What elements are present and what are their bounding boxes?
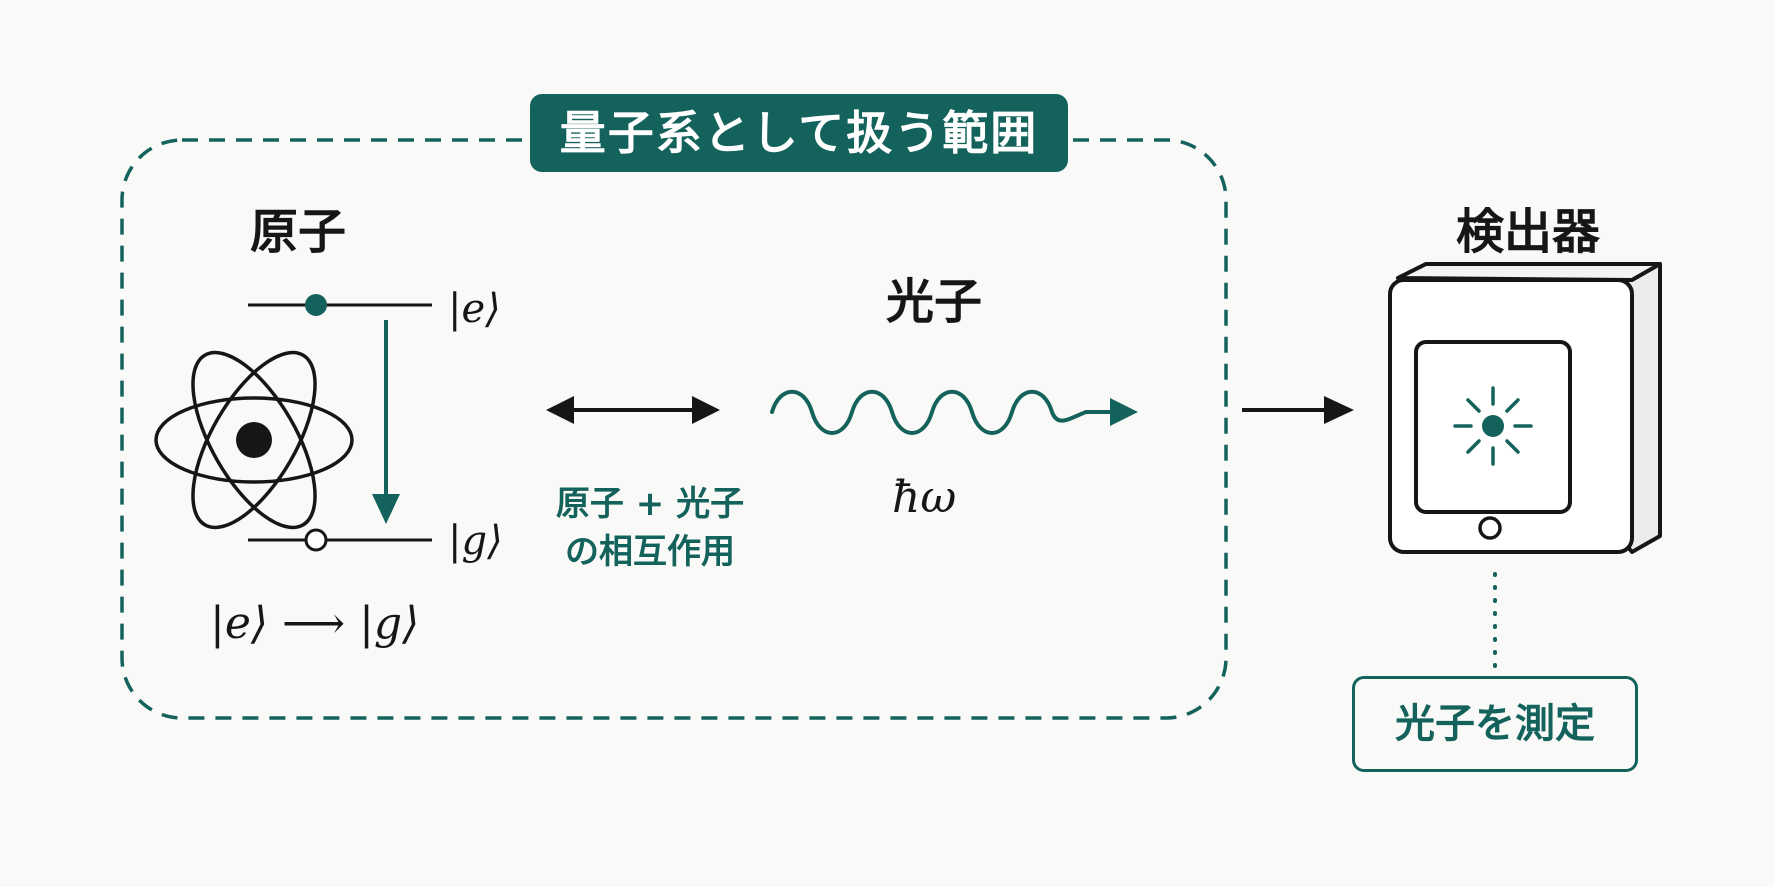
detector-icon [1388,262,1662,554]
detector-title: 検出器 [1456,204,1601,260]
sparkle-icon [1453,386,1533,466]
excited-electron [305,294,327,316]
detector-button [1478,516,1502,540]
transition-label: |e⟩ ⟶ |g⟩ [210,598,420,649]
ground-state-label: |g⟩ [448,518,503,564]
to-detector-arrow [1242,396,1354,424]
decay-arrow-head [372,494,400,524]
photon-title: 光子 [886,274,983,330]
detected-photon-dot [1482,415,1504,437]
photon-wave [770,390,1138,435]
photon-arrow-head [1110,398,1138,426]
photon-energy-label: ħω [892,472,957,523]
ground-hole [304,528,328,552]
excited-state-label: |e⟩ [448,286,501,332]
measure-photon-box: 光子を測定 [1352,676,1638,772]
interaction-double-arrow [546,396,720,424]
interaction-line-2: の相互作用 [565,532,735,572]
atom-icon [154,350,354,530]
interaction-line-1: 原子 + 光子 [555,484,745,524]
interaction-label: 原子 + 光子 の相互作用 [520,480,780,576]
energy-level-diagram [248,294,432,552]
scope-title-badge: 量子系として扱う範囲 [530,94,1068,172]
atom-title: 原子 [250,204,347,260]
